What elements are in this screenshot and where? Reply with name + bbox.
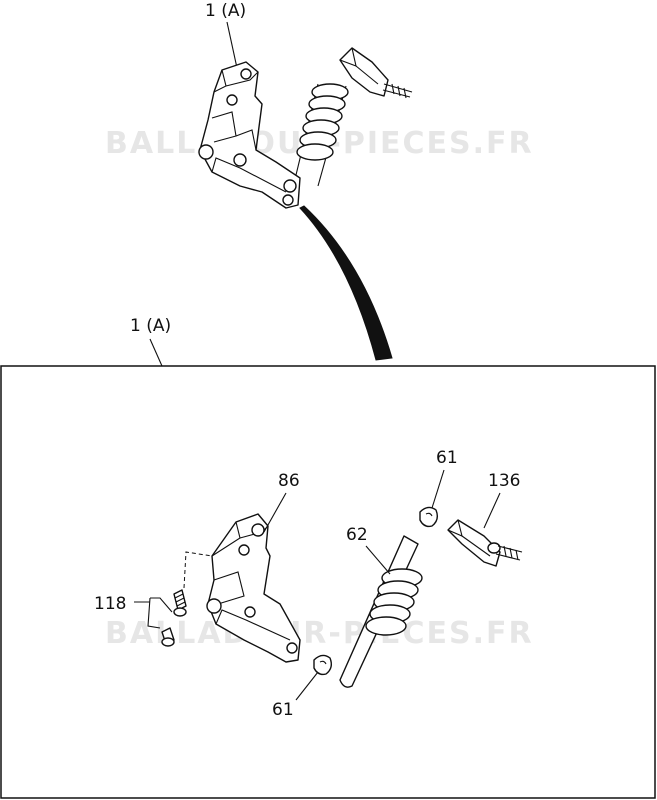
connector-arrow xyxy=(299,205,393,361)
callout-part-118: 118 xyxy=(94,594,126,614)
callout-assembly-top: 1 (A) xyxy=(205,1,246,21)
callout-assembly-box: 1 (A) xyxy=(130,316,171,336)
callout-part-86: 86 xyxy=(278,471,300,491)
top-assembly-drawing: 1 (A) xyxy=(198,1,413,209)
leader-part-61-upper xyxy=(431,469,445,509)
part-61-upper-clip xyxy=(419,506,439,528)
exploded-view-frame xyxy=(0,365,656,799)
top-bracket xyxy=(199,61,301,209)
leader-part-86 xyxy=(263,492,287,533)
leader-part-118 xyxy=(134,597,173,629)
part-136-pin xyxy=(447,519,523,567)
top-spring xyxy=(296,83,349,161)
part-62-spring xyxy=(339,535,423,688)
callout-part-61-upper: 61 xyxy=(436,448,458,468)
callout-part-136: 136 xyxy=(488,471,520,491)
part-61-lower-clip xyxy=(313,654,333,676)
part-86-bracket xyxy=(206,513,301,663)
callout-part-61-lower: 61 xyxy=(272,700,294,720)
callout-part-62: 62 xyxy=(346,525,368,545)
leader-part-61-lower xyxy=(295,671,319,701)
leader-assembly-top xyxy=(226,21,238,69)
alignment-dashes xyxy=(183,551,213,589)
watermark-bottom: BALLADOUR-PIECES.FR xyxy=(105,616,534,651)
leader-assembly-box xyxy=(149,338,163,367)
leader-part-62 xyxy=(365,545,391,575)
part-118-screws xyxy=(161,589,187,647)
leader-part-136 xyxy=(483,492,501,529)
